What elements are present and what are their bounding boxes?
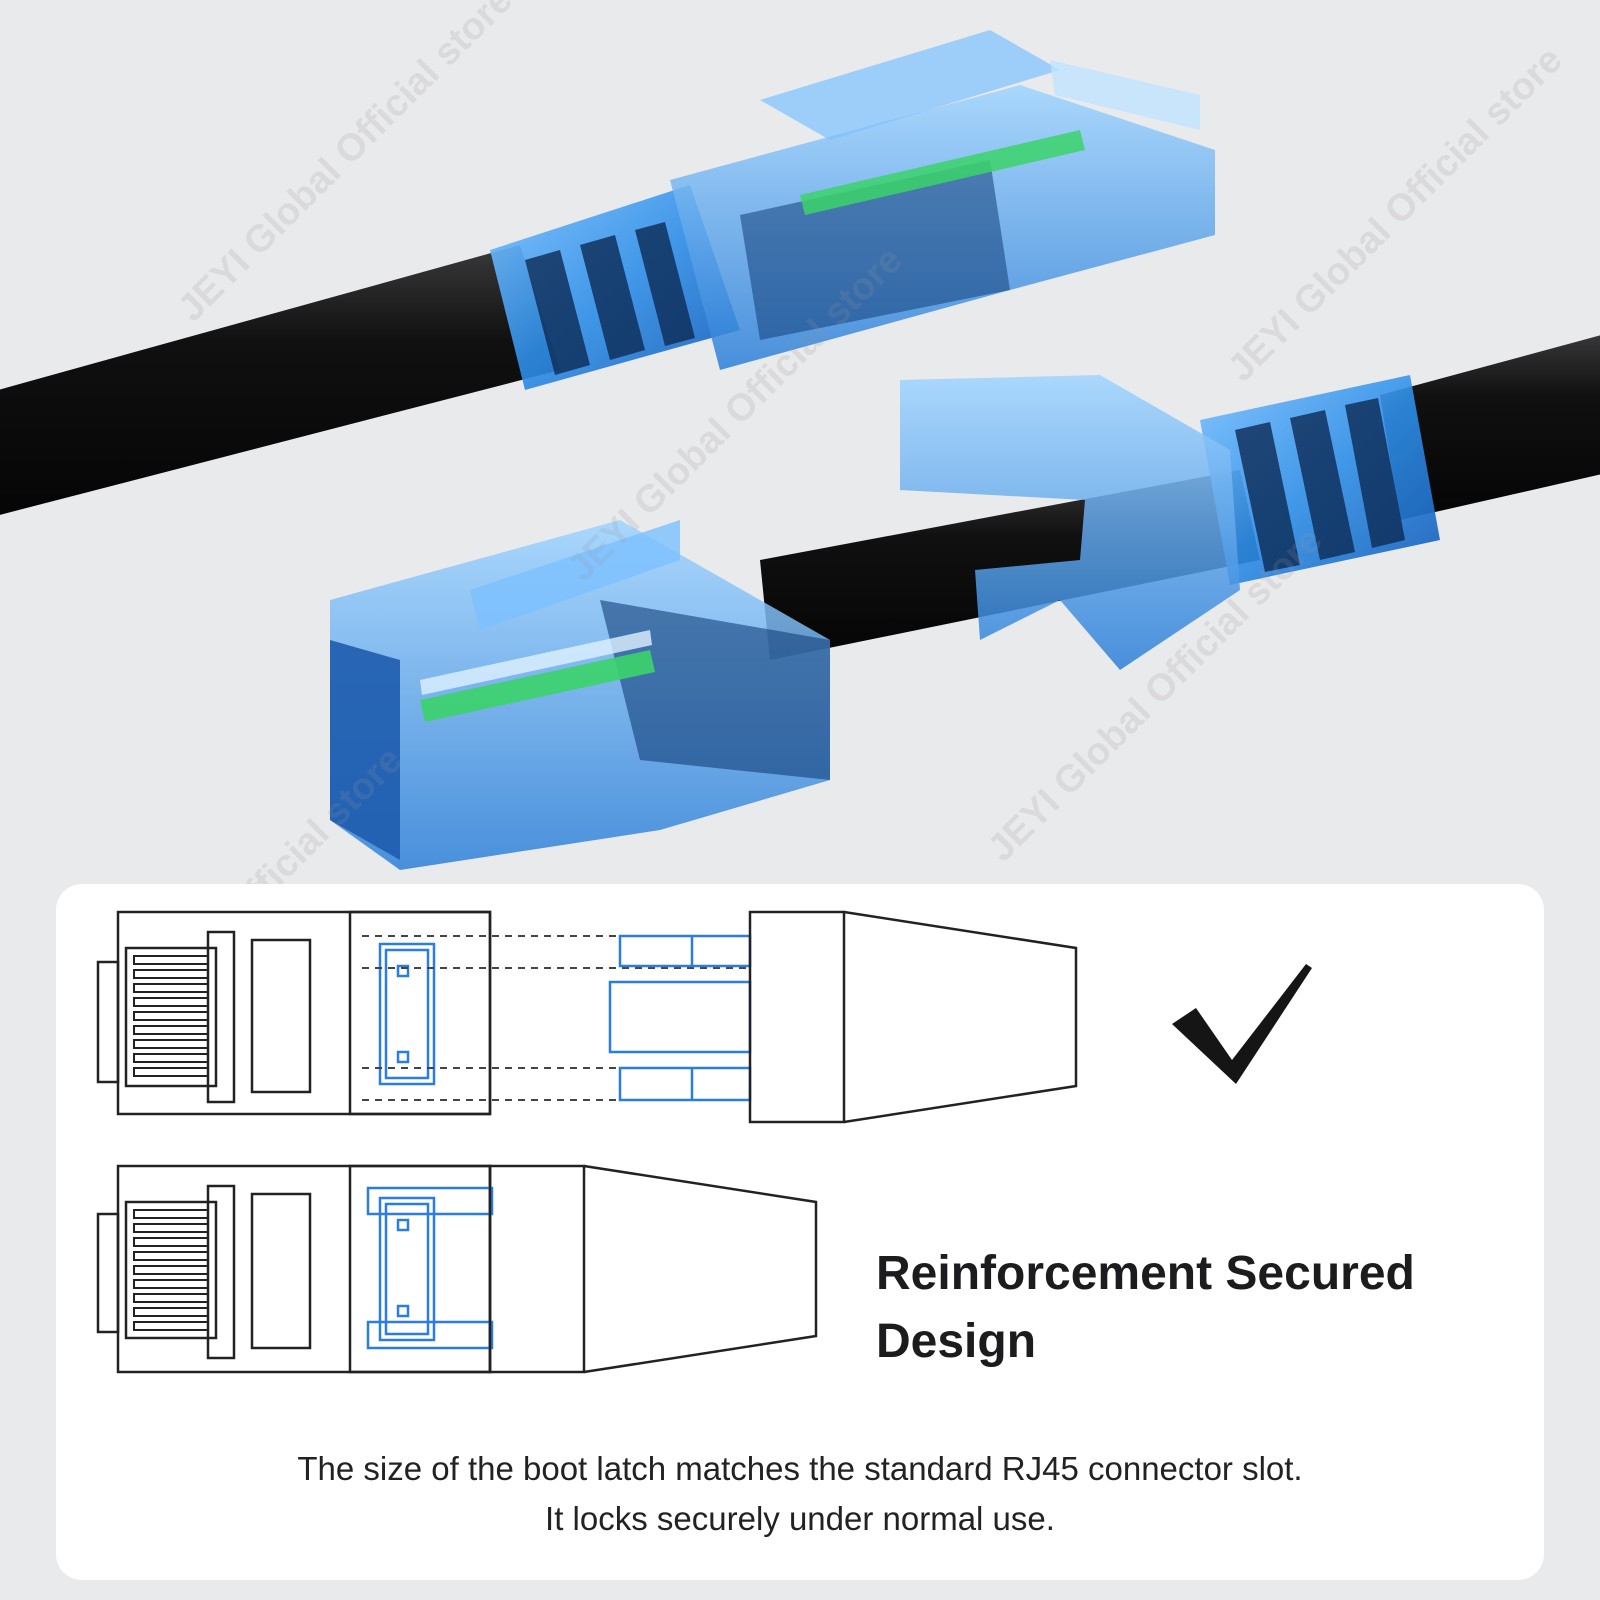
connector-drawing-top (96, 910, 492, 1116)
boot-drawing-bottom (488, 1164, 818, 1374)
feature-title-line-1: Reinforcement Secured (876, 1247, 1415, 1300)
upper-connector-plug (670, 30, 1215, 370)
lower-right-connector-boot (900, 375, 1440, 670)
connector-slot-highlight-bottom (366, 1186, 494, 1350)
feature-title: Reinforcement Secured Design (876, 1240, 1526, 1376)
info-panel: Reinforcement Secured Design The size of… (56, 884, 1544, 1580)
connector-slot-highlight-top (378, 942, 436, 1086)
lower-left-connector-plug (330, 520, 830, 870)
feature-caption-line-2: It locks securely under normal use. (545, 1500, 1055, 1537)
check-mark-icon (1172, 964, 1312, 1084)
connector-diagram (96, 910, 1312, 1374)
feature-caption: The size of the boot latch matches the s… (56, 1444, 1544, 1544)
feature-caption-line-1: The size of the boot latch matches the s… (297, 1450, 1303, 1487)
upper-connector-boot (490, 185, 740, 390)
boot-latch-highlight-top (608, 934, 752, 1102)
upper-cable (0, 245, 560, 515)
feature-title-line-2: Design (876, 1315, 1037, 1368)
boot-drawing-top (748, 910, 1078, 1124)
